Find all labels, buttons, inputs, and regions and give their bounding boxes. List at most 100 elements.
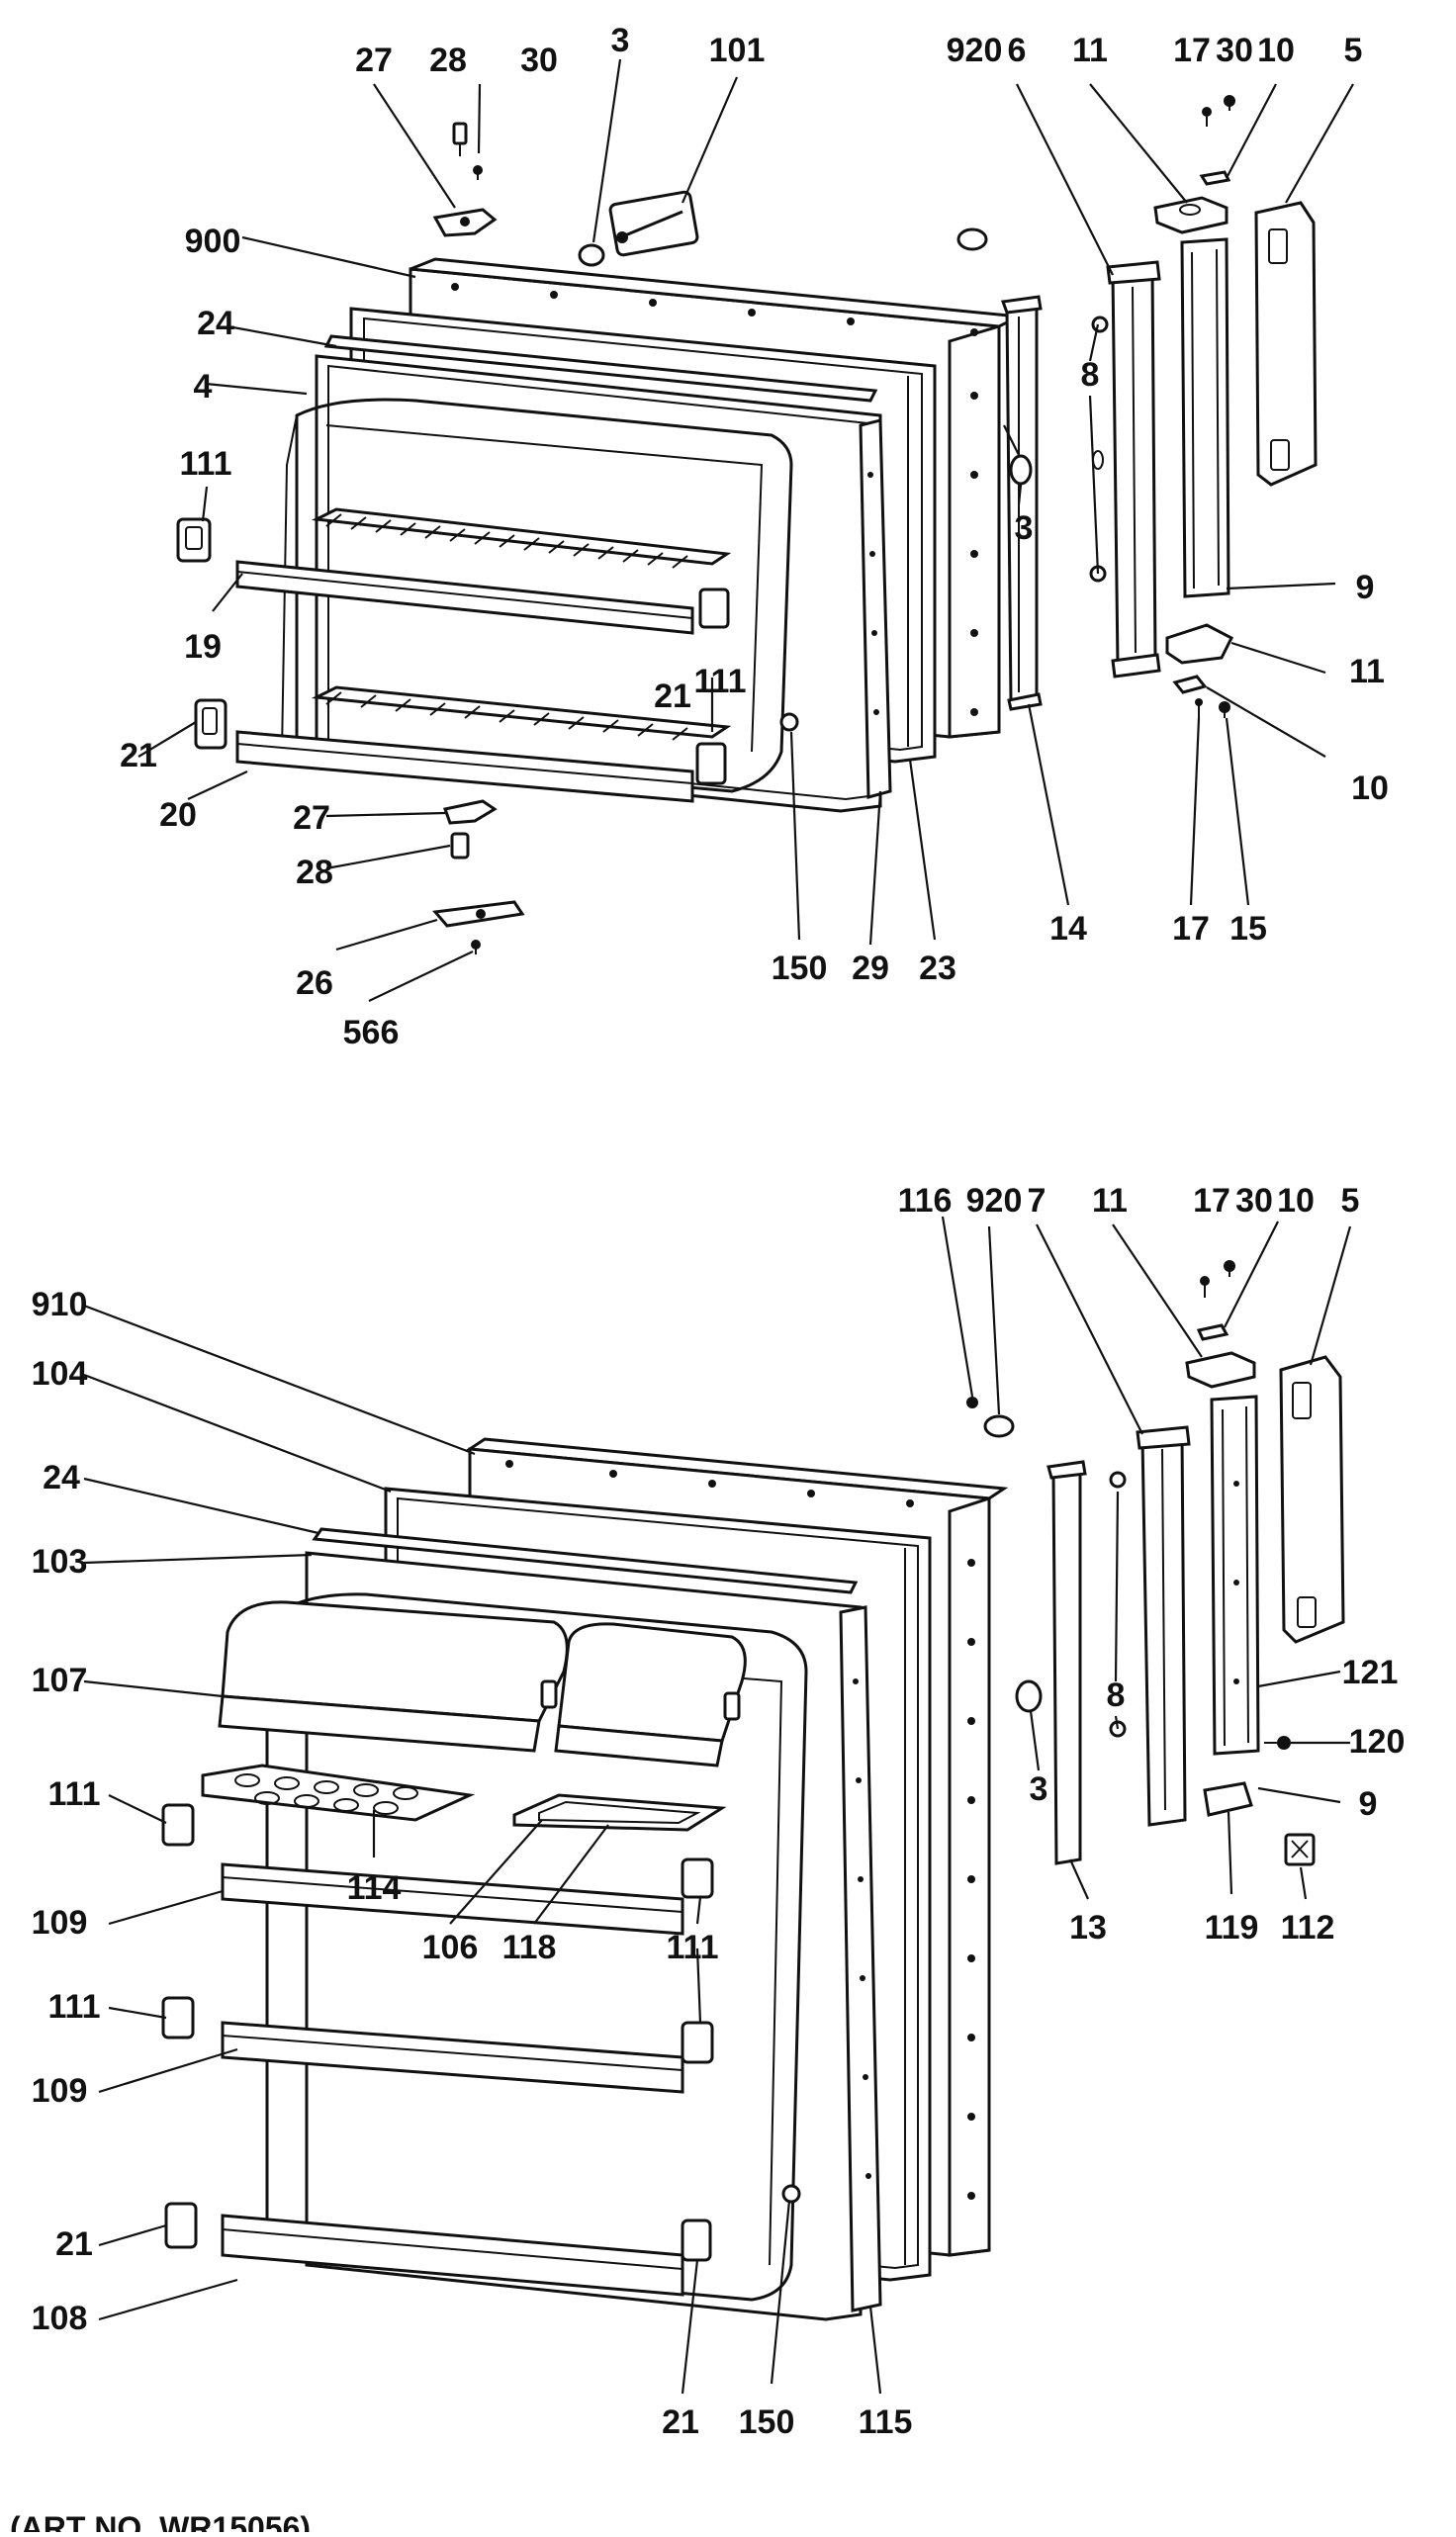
- lower-screw: [781, 2184, 801, 2204]
- callout-111b: 111: [694, 663, 747, 700]
- callout-28: 28: [429, 42, 467, 79]
- callout-116: 116: [898, 1182, 953, 1220]
- callout-109b: 109: [32, 2072, 88, 2110]
- lower-plug: [983, 1414, 1015, 1438]
- callout-101: 101: [709, 32, 766, 69]
- bottom-hinge-hardware: [432, 799, 525, 954]
- hinge-rail: [1089, 260, 1161, 679]
- handle-end-caps: [1153, 95, 1235, 718]
- callout-10-lower: 10: [1277, 1182, 1315, 1220]
- callout-120: 120: [1349, 1723, 1406, 1761]
- handle-end-caps-lower: [1185, 1260, 1256, 1389]
- door-handle: [1254, 201, 1318, 487]
- callout-20: 20: [159, 796, 197, 834]
- lower-shelf: [235, 685, 732, 803]
- callout-9-lower: 9: [1359, 1785, 1378, 1823]
- callout-7: 7: [1028, 1182, 1046, 1220]
- butter-compartment: [512, 1793, 727, 1832]
- callout-10b: 10: [1351, 770, 1389, 807]
- bottom-cap-and-cover: [1203, 1736, 1316, 1866]
- shelf-clips-lower: [161, 1803, 198, 2249]
- handle-channel-lower: [1210, 1395, 1260, 1756]
- callout-30: 30: [520, 42, 558, 79]
- callout-114: 114: [347, 1869, 402, 1907]
- callout-111-lower-c: 111: [48, 1988, 101, 2026]
- callout-111: 111: [180, 445, 232, 483]
- art-number-caption: (ART NO. WR15056): [0, 2492, 593, 2532]
- top-hinge-hardware: [432, 122, 498, 237]
- callout-566: 566: [343, 1014, 400, 1051]
- callout-9: 9: [1356, 569, 1375, 606]
- callout-19: 19: [184, 628, 222, 666]
- callout-111-lower: 111: [48, 1775, 101, 1813]
- callout-26: 26: [296, 964, 333, 1002]
- callout-28b: 28: [296, 854, 333, 891]
- callout-8-lower: 8: [1107, 1676, 1126, 1714]
- leader-lines: [83, 58, 1354, 2395]
- callout-27b: 27: [293, 799, 330, 837]
- callout-3: 3: [611, 22, 630, 59]
- callout-112: 112: [1281, 1909, 1335, 1947]
- callout-24: 24: [197, 305, 234, 342]
- callout-15: 15: [1229, 910, 1267, 948]
- door-handle-lower: [1279, 1355, 1345, 1644]
- callout-29: 29: [852, 950, 889, 987]
- callout-24-lower: 24: [43, 1459, 80, 1496]
- callout-5: 5: [1344, 32, 1363, 69]
- callout-17: 17: [1173, 32, 1211, 69]
- art-number-text: (ART NO. WR15056): [10, 2510, 312, 2532]
- handle-trim: [1000, 295, 1043, 711]
- callout-4: 4: [194, 368, 213, 406]
- callout-3b: 3: [1015, 509, 1034, 547]
- shelf-end-caps: [176, 517, 228, 750]
- lower-plug-screw: [966, 1397, 978, 1408]
- callout-13: 13: [1069, 1909, 1107, 1947]
- callout-11-lower: 11: [1092, 1182, 1128, 1220]
- hinge-rail-lower: [1109, 1425, 1191, 1827]
- callout-10: 10: [1257, 32, 1295, 69]
- upper-screw: [779, 712, 799, 732]
- callout-3-lower: 3: [1030, 1770, 1048, 1808]
- callout-910: 910: [32, 1286, 88, 1323]
- callout-21-lower-b: 21: [662, 2403, 699, 2441]
- handle-trim-lower: [1046, 1460, 1087, 1865]
- freezer-door-assembly: [176, 95, 1318, 954]
- fresh-food-door-assembly: [161, 1260, 1345, 2321]
- egg-tray: [201, 1764, 476, 1822]
- callout-27: 27: [355, 42, 393, 79]
- callout-119: 119: [1205, 1909, 1259, 1947]
- callout-30b: 30: [1216, 32, 1253, 69]
- callout-920-lower: 920: [966, 1182, 1023, 1220]
- callout-104: 104: [32, 1355, 88, 1393]
- callout-14: 14: [1049, 910, 1087, 948]
- callout-21: 21: [120, 737, 157, 774]
- callout-11: 11: [1072, 32, 1108, 69]
- callout-6: 6: [1008, 32, 1027, 69]
- upper-plug: [956, 227, 988, 251]
- door-bins: [218, 1600, 747, 1767]
- callout-121: 121: [1342, 1654, 1399, 1691]
- callout-150: 150: [772, 950, 828, 987]
- callout-103: 103: [32, 1543, 88, 1581]
- callout-920: 920: [947, 32, 1003, 69]
- callout-21-lower: 21: [55, 2225, 93, 2263]
- callout-8: 8: [1081, 356, 1100, 394]
- callout-107: 107: [32, 1662, 88, 1699]
- door-shelves-lower: [221, 1857, 714, 2297]
- door-stop-and-bracket: [578, 190, 699, 267]
- callout-111-lower-b: 111: [667, 1929, 719, 1966]
- callout-109: 109: [32, 1904, 88, 1942]
- callout-900: 900: [185, 223, 241, 260]
- handle-channel: [1180, 237, 1230, 598]
- callout-23: 23: [919, 950, 956, 987]
- callout-106: 106: [422, 1929, 479, 1966]
- callout-30-lower: 30: [1235, 1182, 1273, 1220]
- lower-stop: [1015, 1679, 1043, 1713]
- callout-108: 108: [32, 2300, 88, 2337]
- upper-callouts: 27 28 30 3 101 920 6 11 17 30 10 5 900 2…: [120, 22, 1389, 1051]
- callout-118: 118: [502, 1929, 557, 1966]
- callout-17b: 17: [1172, 910, 1210, 948]
- callout-17-lower: 17: [1193, 1182, 1230, 1220]
- callout-21b: 21: [654, 678, 691, 715]
